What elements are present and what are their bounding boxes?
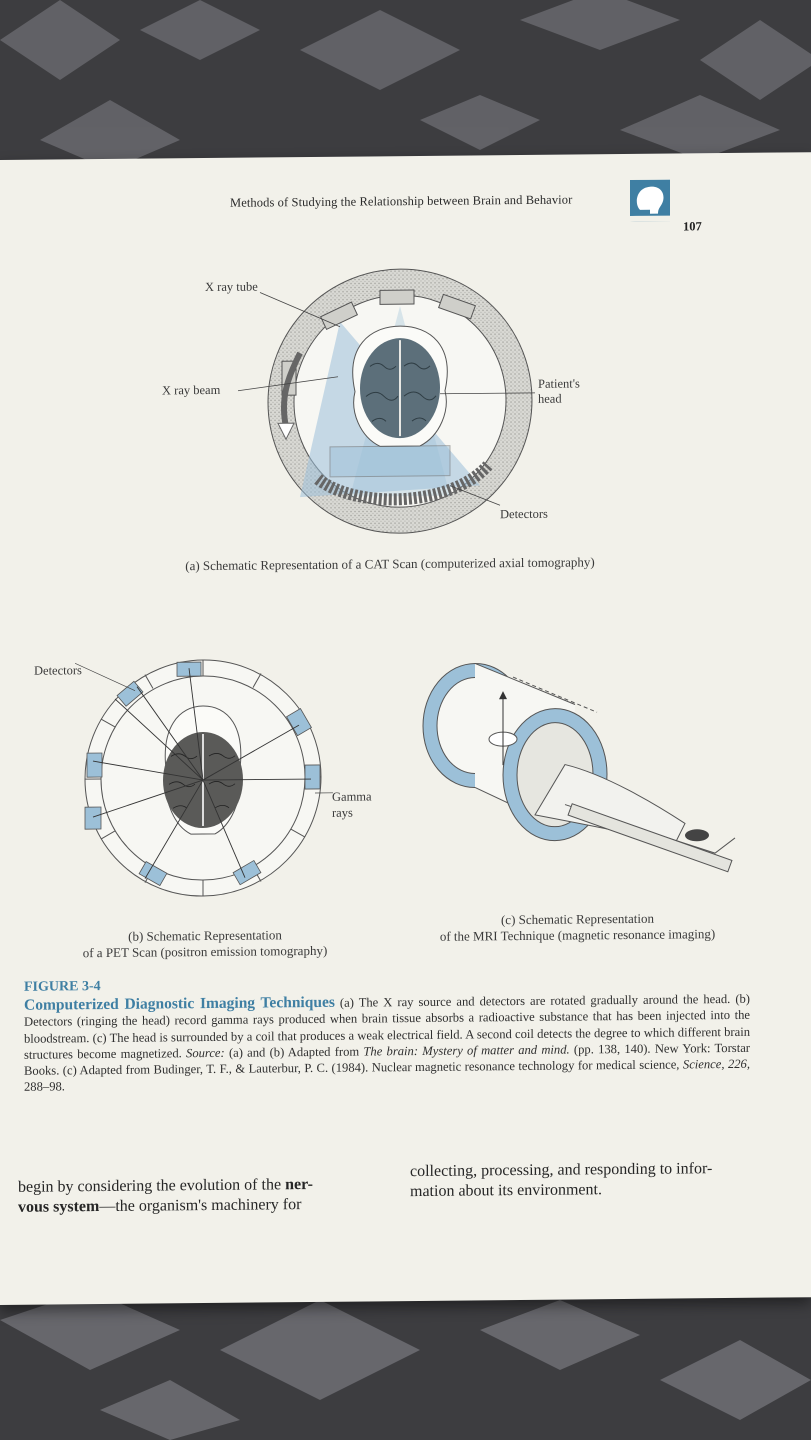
body-right-line2: mation about its environment. [410, 1181, 602, 1201]
label-gamma-line2: rays [332, 805, 353, 820]
body-left-bold2: vous system [18, 1198, 100, 1216]
caption-figure-a: (a) Schematic Representation of a CAT Sc… [185, 554, 595, 574]
caption-figure-c: (c) Schematic Representation of the MRI … [410, 910, 745, 945]
label-patients-head-line2: head [538, 391, 562, 406]
label-detectors-a: Detectors [500, 506, 548, 522]
cat-scan-diagram [237, 268, 535, 534]
label-gamma-rays: Gamma rays [332, 788, 372, 820]
figure-number: FIGURE 3-4 [24, 979, 101, 995]
mri-diagram [422, 662, 736, 873]
page-number: 107 [683, 219, 702, 234]
figure-title: Computerized Diagnostic Imaging Techniqu… [24, 993, 335, 1014]
caption-b-line2: of a PET Scan (positron emission tomogra… [82, 942, 328, 961]
figure-caption-text: Computerized Diagnostic Imaging Techniqu… [24, 991, 750, 1096]
book-title: The brain: Mystery of matter and mind. [363, 1042, 570, 1059]
body-left-bold: ner- [285, 1175, 313, 1194]
journal-name: Science, 226, [682, 1056, 750, 1072]
journal-pages: 288–98. [24, 1079, 65, 1095]
label-patients-head-line1: Patient's [538, 376, 580, 391]
brain-head-icon [630, 179, 670, 222]
label-patients-head: Patient's head [538, 376, 580, 406]
body-left-part1: begin by considering the evolution of th… [18, 1176, 286, 1196]
body-column-left: begin by considering the evolution of th… [18, 1174, 388, 1218]
body-left-part2: —the organism's machinery for [99, 1196, 302, 1216]
running-head: Methods of Studying the Relationship bet… [230, 192, 573, 210]
label-xray-beam: X ray beam [162, 382, 221, 398]
body-column-right: collecting, processing, and responding t… [410, 1159, 770, 1202]
caption-figure-b: (b) Schematic Representation of a PET Sc… [40, 926, 370, 961]
label-gamma-line1: Gamma [332, 789, 372, 804]
pet-scan-diagram [75, 659, 333, 897]
source-part1: (a) and (b) Adapted from [224, 1044, 364, 1060]
label-detectors-b: Detectors [34, 663, 82, 678]
source-label: Source: [186, 1045, 225, 1061]
caption-c-line2: of the MRI Technique (magnetic resonance… [439, 926, 716, 944]
label-xray-tube: X ray tube [205, 279, 258, 295]
book-page: Methods of Studying the Relationship bet… [0, 152, 811, 1305]
